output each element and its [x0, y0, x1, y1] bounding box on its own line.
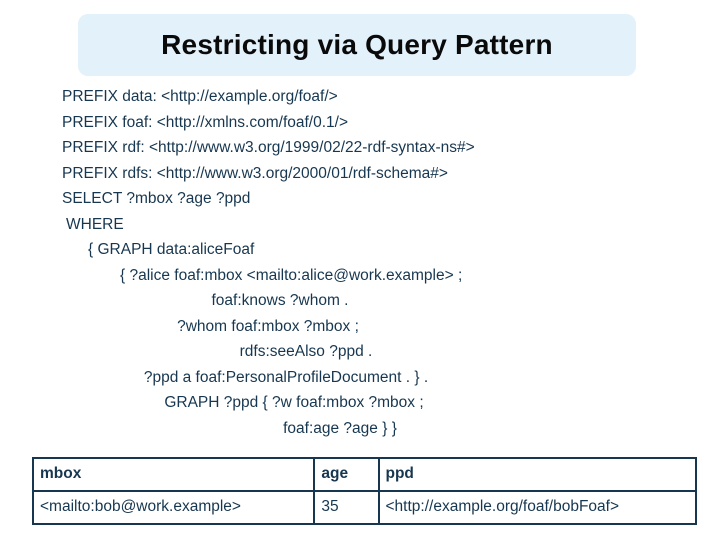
sparql-query-block: PREFIX data: <http://example.org/foaf/> … — [0, 84, 720, 441]
slide-title-banner: Restricting via Query Pattern — [78, 14, 636, 76]
cell-ppd: <http://example.org/foaf/bobFoaf> — [377, 490, 697, 525]
page-title: Restricting via Query Pattern — [161, 29, 553, 60]
query-line: foaf:age ?age } } — [283, 419, 397, 437]
query-line: PREFIX rdf: <http://www.w3.org/1999/02/2… — [62, 139, 475, 156]
column-header-ppd: ppd — [377, 457, 697, 492]
query-line: { ?alice foaf:mbox <mailto:alice@work.ex… — [120, 266, 463, 284]
query-line: rdfs:seeAlso ?ppd . — [239, 343, 373, 360]
query-line: PREFIX rdfs: <http://www.w3.org/2000/01/… — [62, 164, 448, 182]
results-table: mbox age ppd <mailto:bob@work.example> 3… — [31, 457, 697, 525]
query-line: WHERE — [66, 215, 124, 233]
cell-age: 35 — [313, 490, 380, 525]
query-line: GRAPH ?ppd { ?w foaf:mbox ?mbox ; — [164, 394, 424, 411]
column-header-mbox: mbox — [31, 457, 316, 492]
query-line: PREFIX foaf: <http://xmlns.com/foaf/0.1/… — [62, 113, 349, 131]
table-row: <mailto:bob@work.example> 35 <http://exa… — [31, 490, 697, 525]
query-line: { GRAPH data:aliceFoaf — [88, 241, 255, 258]
query-line: ?whom foaf:mbox ?mbox ; — [177, 317, 359, 335]
query-line: ?ppd a foaf:PersonalProfileDocument . } … — [143, 368, 429, 386]
cell-mbox: <mailto:bob@work.example> — [31, 490, 316, 525]
table-header-row: mbox age ppd — [31, 457, 697, 492]
column-header-age: age — [313, 457, 380, 492]
query-line: PREFIX data: <http://example.org/foaf/> — [62, 88, 338, 105]
query-line: SELECT ?mbox ?age ?ppd — [62, 190, 251, 207]
query-line: foaf:knows ?whom . — [211, 292, 349, 309]
